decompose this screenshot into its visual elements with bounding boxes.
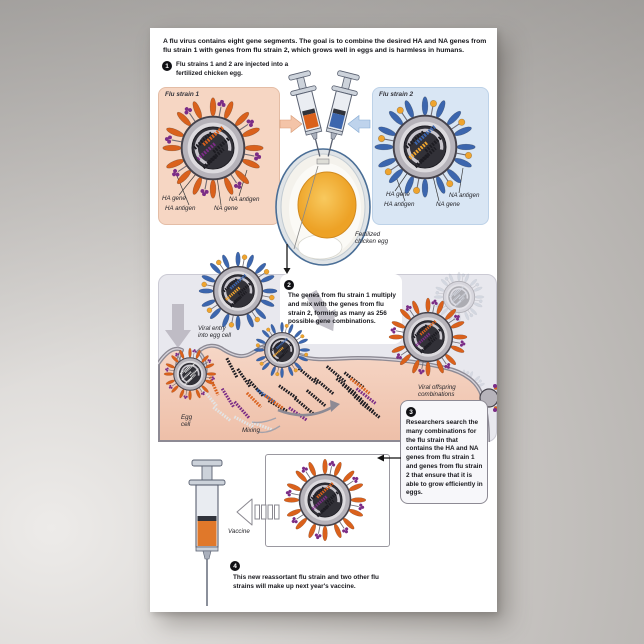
mixing-label: Mixing [242, 427, 260, 434]
strain2-ha-antigen-label: HA antigen [384, 201, 415, 208]
syringe-strain-1 [288, 70, 323, 157]
step-3-marker: 3 [406, 407, 416, 417]
step-3-text: Researchers search the many combinations… [406, 419, 483, 497]
flu-strain-1-virus [162, 97, 264, 199]
fusing-virus [253, 321, 311, 379]
entering-virus [198, 251, 278, 331]
strain1-ha-antigen-label: HA antigen [165, 205, 196, 212]
offspring-virus [388, 297, 468, 377]
egg-cell-label: Egg cell [181, 414, 193, 429]
poster: A flu virus contains eight gene segments… [150, 28, 497, 612]
egg-air-pocket [297, 234, 343, 260]
step-2-marker: 2 [284, 280, 294, 290]
step-2-text: The genes from flu strain 1 multiply and… [288, 292, 396, 326]
fertilized-egg-label: Fertilized chicken egg [355, 231, 389, 246]
flu-strain-1-label: Flu strain 1 [165, 91, 200, 98]
step-3-box: 3 Researchers search the many combinatio… [400, 400, 488, 504]
strain2-ha-gene-label: HA gene [386, 191, 410, 198]
mixing-gene-segments [191, 357, 347, 432]
vaccine-label: Vaccine [228, 528, 250, 535]
step-1-text: Flu strains 1 and 2 are injected into a … [176, 61, 289, 77]
egg-yolk [297, 171, 357, 239]
syringe-strain-2 [325, 70, 360, 157]
reassortant-virus [283, 458, 367, 542]
step-4-text: This new reassortant flu strain and two … [233, 574, 379, 590]
combined-gene-group [335, 371, 381, 419]
vaccine-syringe [188, 459, 226, 606]
strain2-na-antigen-label: NA antigen [449, 192, 480, 199]
mixing-arrow [277, 404, 335, 417]
flu-strain-2-label: Flu strain 2 [379, 91, 414, 98]
viral-entry-label: Viral entry into egg cell [198, 325, 232, 340]
step-4-marker: 4 [230, 561, 240, 571]
engulfed-virus [163, 347, 217, 401]
step-1-marker: 1 [162, 61, 172, 71]
strain1-na-gene-label: NA gene [214, 205, 238, 212]
strain1-ha-gene-label: HA gene [162, 195, 186, 202]
viral-entry-arrows [165, 290, 336, 348]
egg-and-syringes-illustration [275, 70, 371, 266]
strain2-na-gene-label: NA gene [436, 201, 460, 208]
strain1-na-antigen-label: NA antigen [229, 196, 260, 203]
flu-strain-2-virus [374, 96, 476, 198]
intro-text: A flu virus contains eight gene segments… [163, 38, 487, 54]
offspring-label: Viral offspring combinations [418, 384, 456, 399]
